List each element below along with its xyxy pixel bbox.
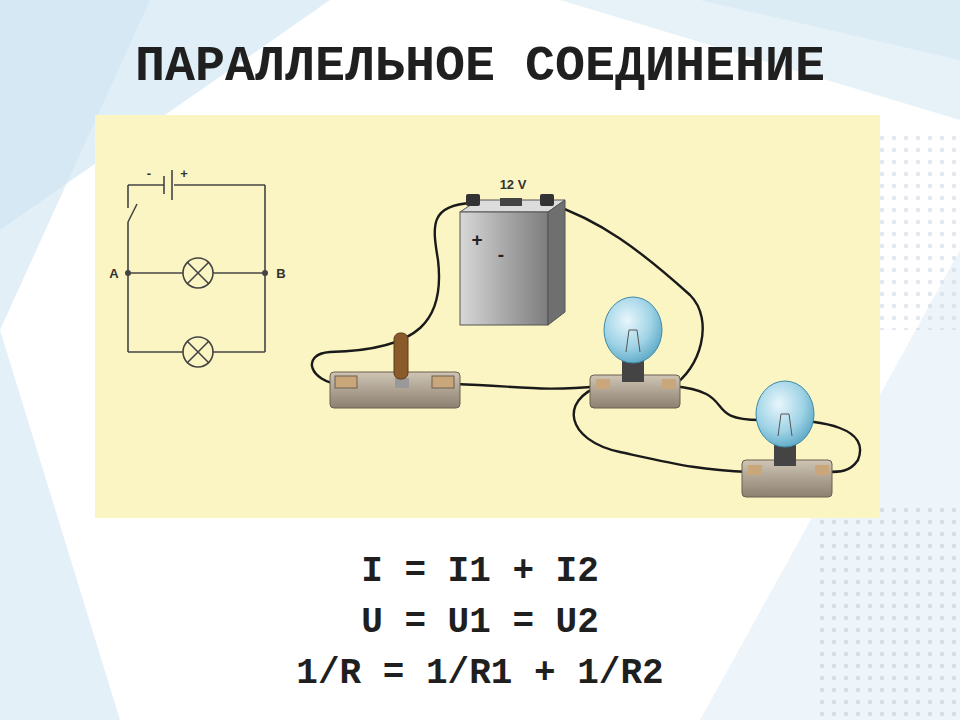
title: ПАРАЛЛЕЛЬНОЕ СОЕДИНЕНИЕ — [135, 38, 825, 95]
node-letter: B — [276, 266, 285, 281]
formula: U = U1 = U2 — [361, 602, 599, 643]
battery — [460, 194, 565, 325]
yellow-panel — [95, 115, 880, 518]
dot-texture — [820, 500, 960, 720]
wire — [312, 203, 860, 472]
lamp-symbol — [183, 258, 213, 288]
terminal-sign: + — [471, 229, 482, 251]
voltage-label: 12 V — [500, 177, 527, 192]
formula: I = I1 + I2 — [361, 551, 599, 592]
switch-blade — [128, 204, 137, 222]
terminal-sign: - — [498, 244, 504, 266]
switch — [330, 333, 460, 408]
lamp-symbol — [183, 337, 213, 367]
terminal-sign: - — [147, 166, 151, 181]
junction-dot — [262, 270, 268, 276]
terminal-sign: + — [180, 166, 188, 181]
light-bulb — [590, 297, 680, 408]
battery-long-plate — [171, 170, 173, 200]
battery-short-plate — [163, 176, 165, 194]
schematic — [128, 170, 265, 367]
junction-dot — [125, 270, 131, 276]
light-bulb — [742, 381, 832, 497]
formula: 1/R = 1/R1 + 1/R2 — [296, 653, 663, 694]
node-letter: A — [109, 266, 118, 281]
